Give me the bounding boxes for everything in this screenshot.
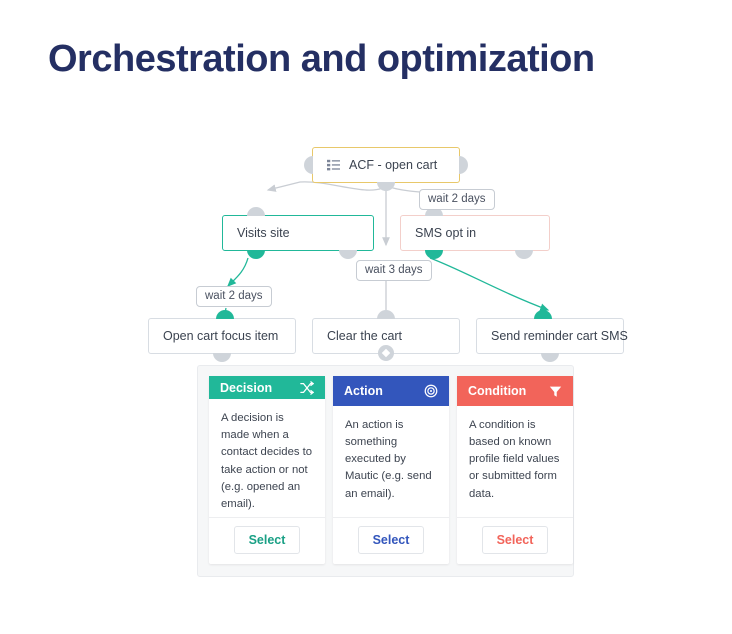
card-body: An action is something executed by Mauti… (345, 419, 432, 500)
node-clear-the-cart[interactable]: Clear the cart (312, 310, 460, 361)
card-decision[interactable]: Decision A decision is made when a conta… (209, 376, 325, 564)
card-header-condition: Condition (457, 376, 573, 406)
card-title: Decision (220, 380, 273, 395)
node-label: ACF - open cart (349, 158, 438, 172)
node-visits-site[interactable]: Visits site (222, 207, 374, 259)
card-action[interactable]: Action An action is something executed b… (333, 376, 449, 564)
node-label: Visits site (237, 226, 290, 240)
edge-label-wait-2-days-top[interactable]: wait 2 days (419, 189, 495, 210)
card-footer: Select (457, 517, 573, 564)
select-button-action[interactable]: Select (357, 526, 425, 554)
filter-icon (549, 385, 562, 398)
card-condition[interactable]: Condition A condition is based on known … (457, 376, 573, 564)
node-label: Send reminder cart SMS (491, 329, 628, 343)
card-footer: Select (209, 517, 325, 564)
connector-handle-bottom[interactable] (541, 353, 559, 362)
connector-handle-bottom-alt[interactable] (339, 250, 357, 259)
node-sms-opt-in[interactable]: SMS opt in (400, 207, 550, 259)
card-title: Condition (468, 384, 527, 398)
card-body: A decision is made when a contact decide… (221, 412, 313, 510)
connector-handle-top[interactable] (534, 310, 552, 319)
node-acf-open-cart[interactable]: ACF - open cart (304, 147, 468, 191)
shuffle-icon (300, 380, 314, 395)
connector-handle-bottom-alt[interactable] (515, 250, 533, 259)
node-label: SMS opt in (415, 226, 477, 240)
card-footer: Select (333, 517, 449, 564)
connector-handle-bottom[interactable] (213, 353, 231, 362)
node-label: Open cart focus item (163, 329, 279, 343)
node-send-reminder-cart-sms[interactable]: Send reminder cart SMS (476, 310, 628, 362)
connector-handle-bottom[interactable] (425, 250, 443, 259)
connector-handle-bottom[interactable] (377, 182, 395, 191)
step-type-panel: Decision A decision is made when a conta… (197, 365, 574, 577)
select-button-condition[interactable]: Select (481, 526, 549, 554)
connector-handle-bottom[interactable] (378, 345, 394, 361)
card-title: Action (344, 384, 383, 398)
step-type-card-list: Decision A decision is made when a conta… (209, 376, 573, 564)
card-header-decision: Decision (209, 376, 325, 400)
connector-handle-left[interactable] (304, 156, 313, 174)
connector-handle-top[interactable] (425, 207, 443, 216)
bullseye-icon (424, 384, 438, 398)
card-body: A condition is based on known profile fi… (469, 419, 560, 500)
node-label: Clear the cart (327, 329, 403, 343)
node-open-cart-focus-item[interactable]: Open cart focus item (148, 310, 296, 362)
page-title: Orchestration and optimization (48, 38, 595, 80)
list-icon (327, 159, 340, 172)
card-header-action: Action (333, 376, 449, 406)
connector-handle-top[interactable] (377, 310, 395, 319)
connector-handle-right[interactable] (459, 156, 468, 174)
edge-label-wait-3-days[interactable]: wait 3 days (356, 260, 432, 281)
edge-label-wait-2-days-left[interactable]: wait 2 days (196, 286, 272, 307)
select-button-decision[interactable]: Select (233, 526, 301, 554)
connector-handle-top[interactable] (216, 310, 234, 319)
connector-handle-top[interactable] (247, 207, 265, 216)
connector-handle-bottom[interactable] (247, 250, 265, 259)
workflow-diagram: ACF - open cart Visits site SMS opt in O… (0, 120, 732, 620)
